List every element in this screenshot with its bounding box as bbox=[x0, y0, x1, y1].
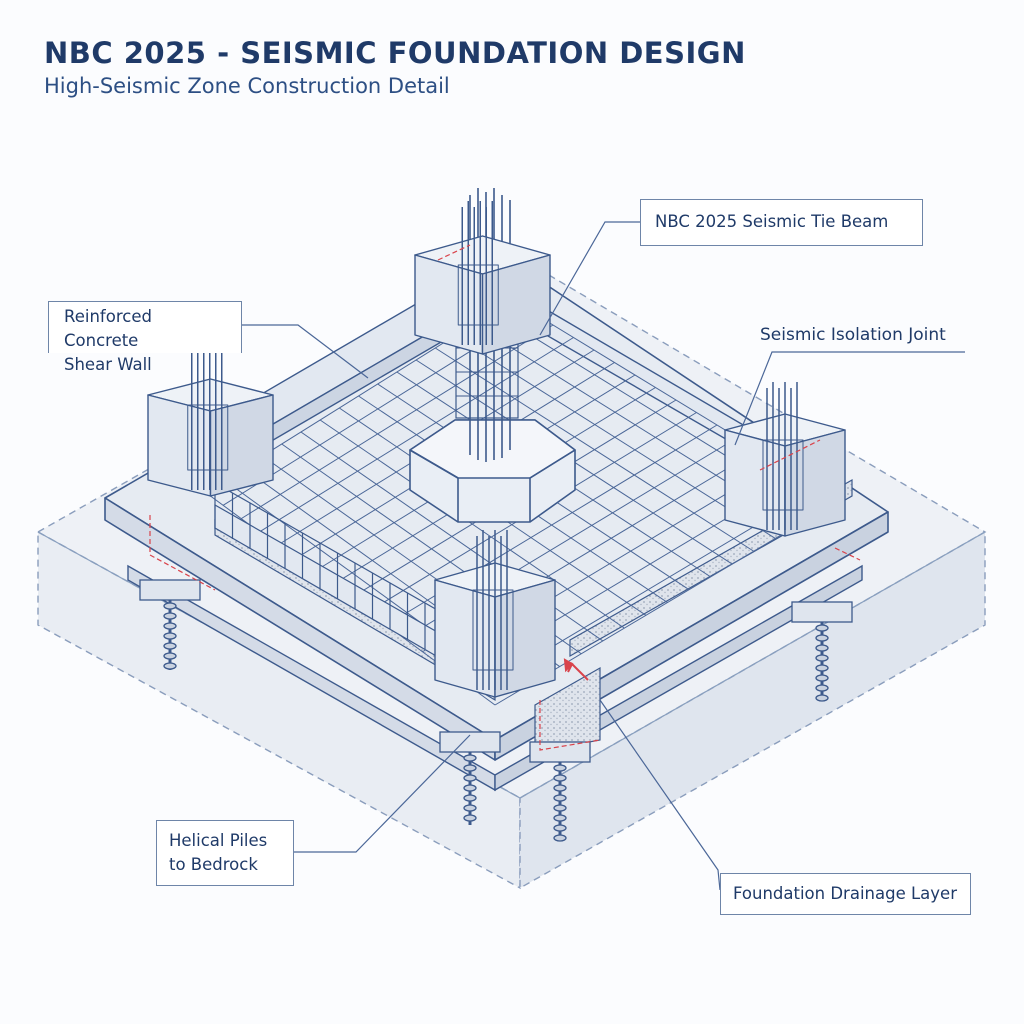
helical-pile bbox=[139, 579, 201, 670]
callout-shear-wall-line2: Shear Wall bbox=[64, 355, 152, 374]
pile-helix bbox=[463, 794, 477, 802]
callout-drainage-label: Foundation Drainage Layer bbox=[733, 884, 957, 903]
column-right-face bbox=[784, 429, 846, 537]
grid-bar bbox=[454, 335, 776, 539]
corner-column bbox=[434, 530, 556, 698]
pile-cap bbox=[791, 601, 853, 623]
pile-helix bbox=[553, 804, 567, 812]
pile-helix bbox=[553, 814, 567, 822]
diagram-title: NBC 2025 - SEISMIC FOUNDATION DESIGN bbox=[44, 36, 746, 70]
column-stirrup bbox=[762, 439, 804, 511]
callout-helical-piles: Helical Piles to Bedrock bbox=[156, 820, 294, 886]
pile-helix bbox=[463, 784, 477, 792]
pile-helix bbox=[463, 814, 477, 822]
leader-lines bbox=[242, 221, 965, 891]
pile-helix bbox=[553, 774, 567, 782]
callout-drainage-layer: Foundation Drainage Layer bbox=[720, 873, 971, 915]
column-right-face bbox=[481, 254, 551, 355]
helical-piles bbox=[139, 579, 853, 842]
central-pedestal bbox=[409, 419, 576, 523]
helical-pile bbox=[529, 741, 591, 842]
column-stirrup bbox=[187, 404, 229, 471]
callout-piles-line1: Helical Piles bbox=[169, 831, 268, 850]
callout-tie-beam-label: NBC 2025 Seismic Tie Beam bbox=[655, 212, 889, 231]
pile-helix bbox=[815, 674, 829, 682]
pile-helix bbox=[815, 624, 829, 632]
joint-arrow bbox=[563, 658, 589, 681]
pile-cap bbox=[529, 741, 591, 763]
helical-pile bbox=[791, 601, 853, 702]
pile-cap bbox=[139, 579, 201, 601]
callout-shear-wall: Reinforced Concrete Shear Wall bbox=[48, 301, 242, 374]
diagram-subtitle: High-Seismic Zone Construction Detail bbox=[44, 74, 450, 98]
corner-column bbox=[414, 201, 551, 355]
helical-pile bbox=[439, 731, 501, 825]
pile-helix bbox=[815, 664, 829, 672]
pile-helix bbox=[163, 632, 177, 640]
pile-helix bbox=[815, 644, 829, 652]
column-left-face bbox=[434, 579, 496, 698]
pile-helix bbox=[463, 754, 477, 762]
pile-helix bbox=[815, 634, 829, 642]
corner-column bbox=[724, 382, 846, 537]
pile-helix bbox=[463, 774, 477, 782]
column-left-face bbox=[724, 429, 786, 537]
pile-helix bbox=[815, 694, 829, 702]
callout-shear-wall-line1: Reinforced Concrete bbox=[64, 307, 152, 350]
pile-helix bbox=[553, 764, 567, 772]
grid-bar bbox=[434, 347, 755, 552]
pile-helix bbox=[553, 784, 567, 792]
column-right-face bbox=[494, 579, 556, 698]
pile-helix bbox=[815, 684, 829, 692]
column-stirrup bbox=[472, 589, 514, 671]
pile-helix bbox=[163, 612, 177, 620]
pile-helix bbox=[553, 794, 567, 802]
pile-helix bbox=[163, 662, 177, 670]
column-stirrup bbox=[457, 264, 499, 326]
pile-helix bbox=[463, 804, 477, 812]
pile-helix bbox=[553, 834, 567, 842]
callout-piles-line2: to Bedrock bbox=[169, 855, 258, 874]
seismic-accents bbox=[149, 244, 861, 751]
column-right-face bbox=[209, 394, 274, 497]
pile-helix bbox=[463, 764, 477, 772]
corner-columns bbox=[147, 201, 846, 698]
corner-column bbox=[147, 347, 274, 497]
callout-tie-beam: NBC 2025 Seismic Tie Beam bbox=[640, 199, 923, 246]
pile-helix bbox=[163, 602, 177, 610]
pile-helix bbox=[163, 642, 177, 650]
column-left-face bbox=[147, 394, 212, 497]
pile-helix bbox=[163, 622, 177, 630]
pile-helix bbox=[815, 654, 829, 662]
callout-isolation-joint: Seismic Isolation Joint bbox=[757, 322, 977, 352]
pile-helix bbox=[163, 652, 177, 660]
callout-isolation-joint-label: Seismic Isolation Joint bbox=[760, 325, 946, 345]
pile-helix bbox=[553, 824, 567, 832]
